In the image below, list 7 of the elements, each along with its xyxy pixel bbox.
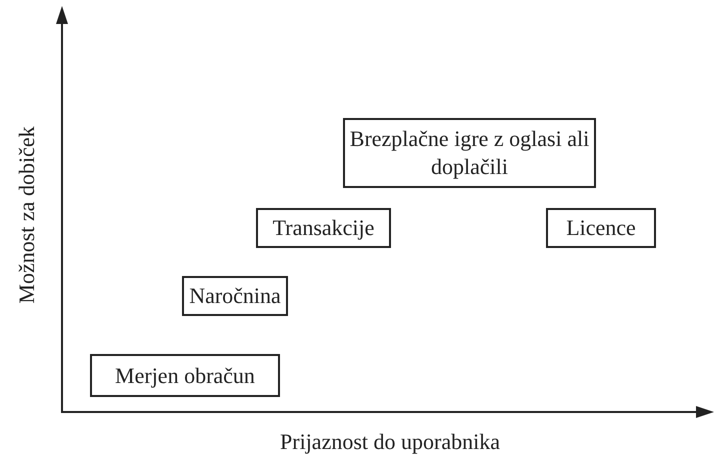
label-box: Licence [546,208,656,248]
label-box: Transakcije [256,208,391,248]
y-axis-title: Možnost za dobiček [14,126,40,304]
label-box: Naročnina [182,276,288,316]
label-box: Brezplačne igre z oglasi ali doplačili [343,118,596,188]
x-axis-title: Prijaznost do uporabnika [280,429,500,455]
label-box: Merjen obračun [90,354,280,397]
